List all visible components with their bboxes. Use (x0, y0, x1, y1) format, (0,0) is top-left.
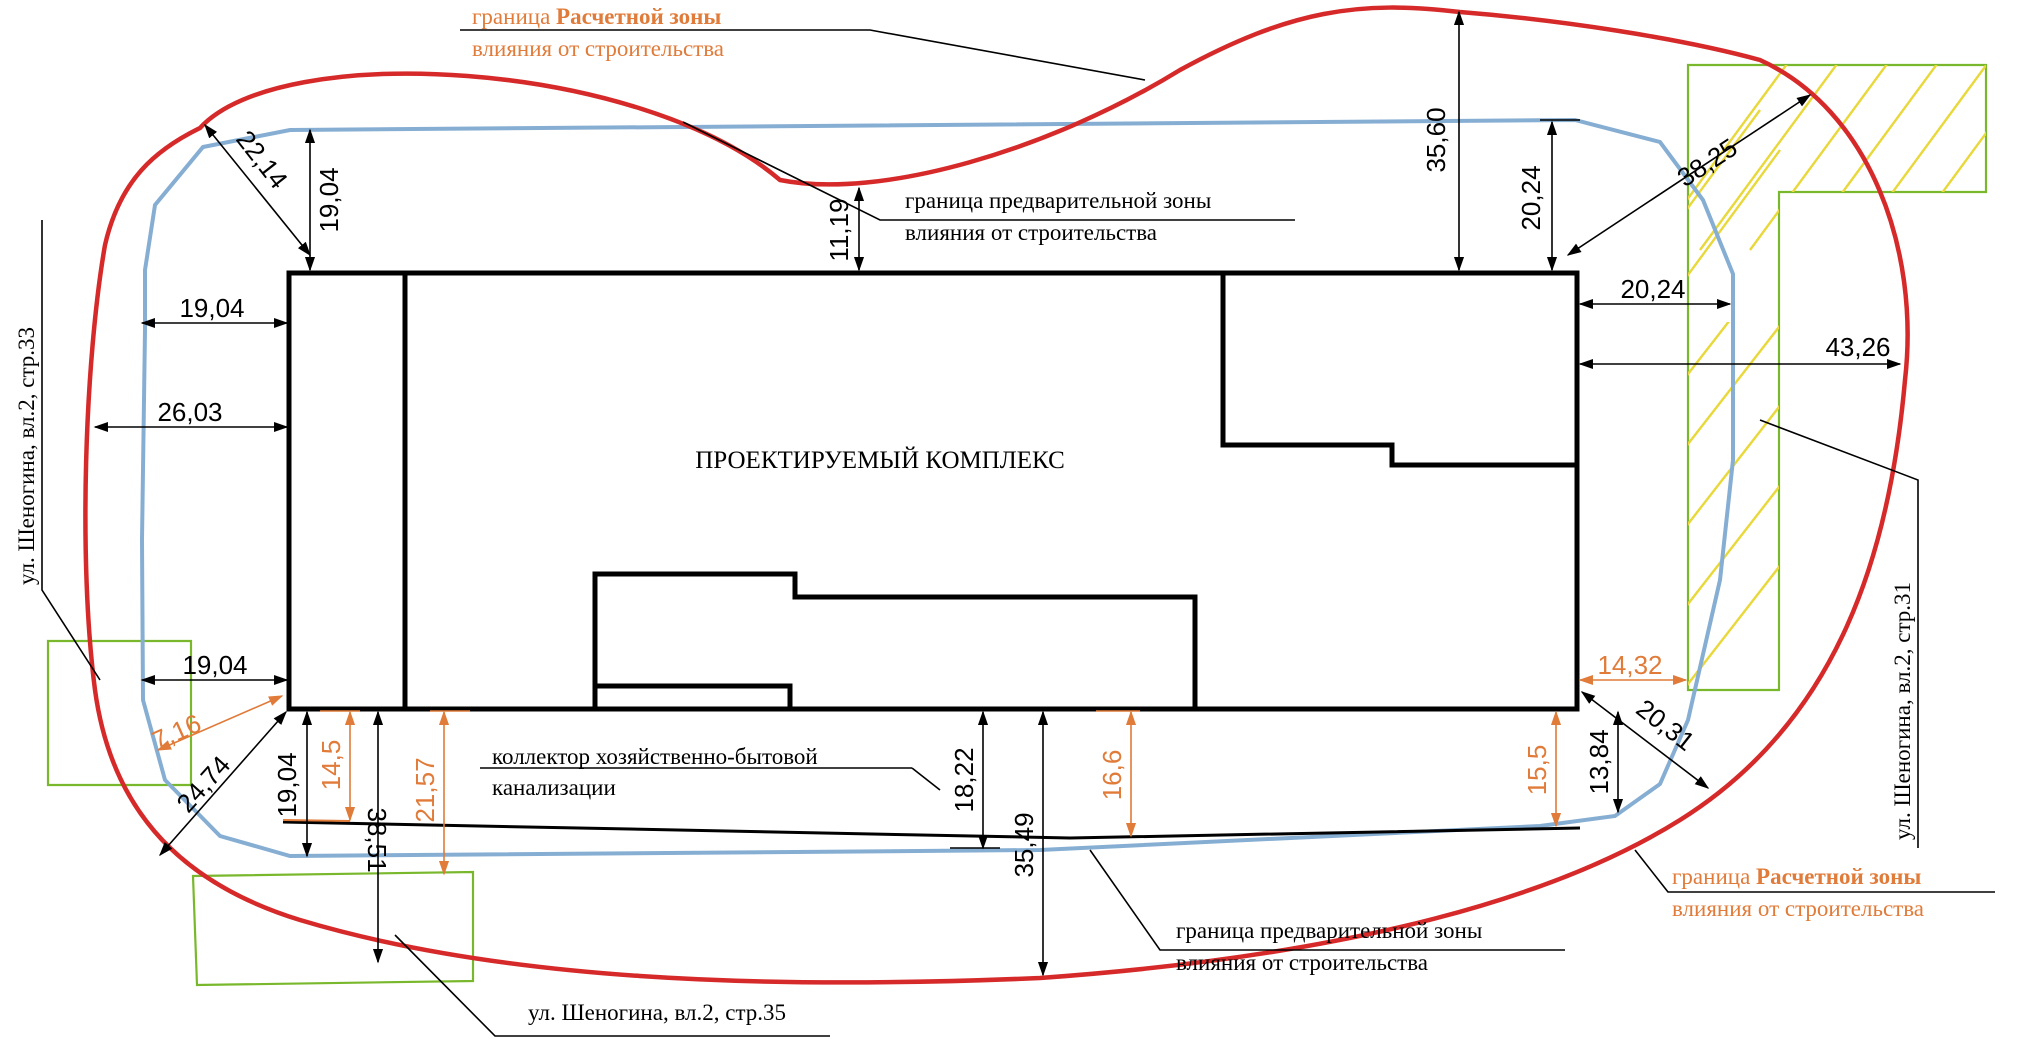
label-prelim-zone-bottom-line2: влияния от строительства (1176, 950, 1428, 975)
label-prelim-zone-bottom-line1: граница предварительной зоны (1176, 918, 1482, 943)
dim-top-right: 20,24 (1516, 165, 1546, 230)
label-calc-zone-bottom-line2: влияния от строительства (1672, 896, 1924, 921)
dim-right-upper: 20,24 (1620, 274, 1685, 304)
dim-right-calc: 43,26 (1825, 332, 1890, 362)
label-street-right: ул. Шеногина, вл.2, стр.31 (1890, 582, 1915, 840)
building-outline (286, 270, 1580, 712)
label-collector-line1: коллектор хозяйственно-бытовой (492, 744, 818, 769)
neighbor-building-left (46, 639, 193, 787)
dim-bottom-left-prelim: 19,04 (272, 752, 302, 817)
label-calc-zone-bottom-line1: граница Расчетной зоны (1672, 864, 1921, 889)
label-calc-zone-top-line2: влияния от строительства (472, 36, 724, 61)
dim-bottom-left-orange-a: 21,57 (410, 757, 440, 822)
dim-bottom-mid: 18,22 (949, 747, 979, 812)
label-prelim-zone-top-line2: влияния от строительства (905, 220, 1157, 245)
dim-left-upper: 19,04 (179, 293, 244, 323)
sewer-collector-line-orange (282, 819, 351, 822)
dim-bottom-mid-orange: 16,6 (1097, 750, 1127, 801)
sewer-collector-line (282, 820, 1581, 840)
dim-bottom-right-orange: 15,5 (1522, 745, 1552, 796)
label-street-bottom: ул. Шеногина, вл.2, стр.35 (528, 1000, 786, 1025)
label-collector-line2: канализации (492, 775, 616, 800)
dim-top-left-diag: 22,14 (230, 125, 294, 195)
label-calc-zone-top-line1: граница Расчетной зоны (472, 4, 721, 29)
dim-right-lower-orange: 14,32 (1597, 650, 1662, 680)
calculated-zone-boundary (83, 5, 1910, 985)
building-title: ПРОЕКТИРУЕМЫЙ КОМПЛЕКС (695, 446, 1065, 474)
neighbor-building-right (1686, 63, 1988, 692)
label-street-left: ул. Шеногина, вл.2, стр.33 (14, 327, 39, 585)
dim-left-calc: 26,03 (157, 397, 222, 427)
dim-top-left: 19,04 (314, 167, 344, 232)
dim-top-middle: 11,19 (824, 198, 854, 261)
dim-top-calc: 35,60 (1421, 107, 1451, 172)
dim-bottom-left-orange-diag: 7,16 (147, 708, 205, 756)
dim-bottom-mid-calc: 35,49 (1009, 812, 1039, 877)
dim-left-lower: 19,04 (182, 650, 247, 680)
dim-bottom-right: 13,84 (1584, 729, 1614, 794)
dim-bottom-left-orange-b: 14,5 (316, 740, 346, 791)
label-prelim-zone-top-line1: граница предварительной зоны (905, 188, 1211, 213)
dim-bottom-left-calc: 38,51 (362, 807, 392, 872)
